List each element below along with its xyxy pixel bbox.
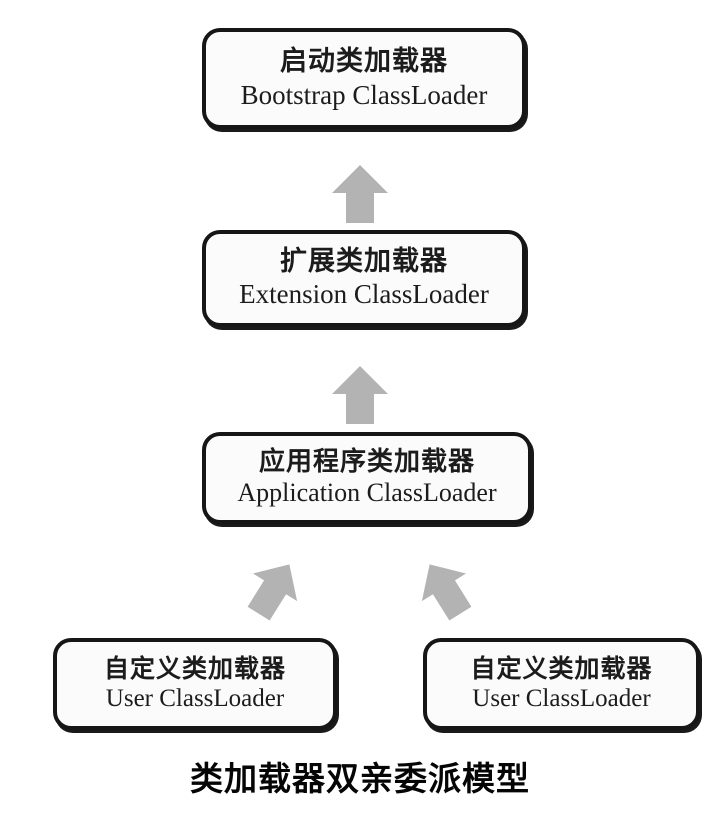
node-extension-label-en: Extension ClassLoader (239, 279, 489, 309)
arrow-up-icon-application-to-extension (330, 364, 390, 431)
node-user-right-label-en: User ClassLoader (472, 685, 651, 712)
node-user-classloader-left: 自定义类加载器 User ClassLoader (53, 638, 337, 730)
node-application-label-cn: 应用程序类加载器 (258, 447, 475, 477)
node-bootstrap-label-cn: 启动类加载器 (280, 45, 448, 76)
node-bootstrap-label-en: Bootstrap ClassLoader (240, 79, 488, 110)
node-user-left-label-en: User ClassLoader (105, 685, 285, 712)
node-user-left-label-cn: 自定义类加载器 (103, 655, 286, 683)
node-user-right-label-cn: 自定义类加载器 (470, 655, 653, 683)
arrow-up-icon-extension-to-bootstrap (330, 163, 390, 230)
node-bootstrap-classloader: 启动类加载器 Bootstrap ClassLoader (202, 28, 526, 129)
node-application-label-en: Application ClassLoader (237, 478, 497, 507)
node-application-classloader: 应用程序类加载器 Application ClassLoader (202, 432, 532, 524)
arrow-up-left-icon-user-right-to-application (414, 556, 476, 627)
node-extension-label-cn: 扩展类加载器 (280, 246, 448, 277)
node-extension-classloader: 扩展类加载器 Extension ClassLoader (202, 230, 526, 327)
arrow-up-right-icon-user-left-to-application (243, 556, 305, 627)
diagram-caption: 类加载器双亲委派模型 (190, 759, 530, 798)
node-user-classloader-right: 自定义类加载器 User ClassLoader (423, 638, 700, 730)
